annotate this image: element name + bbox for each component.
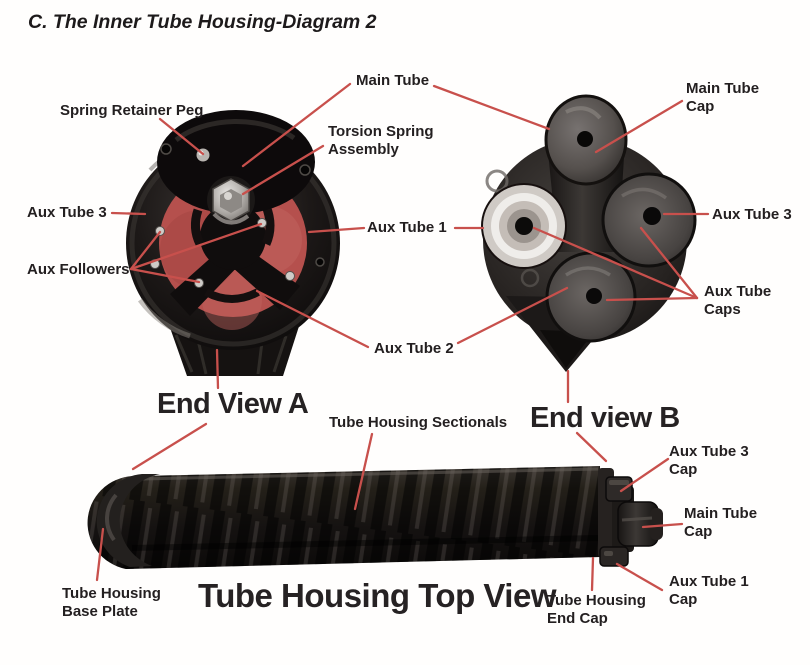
tube-housing-top-view-photo xyxy=(87,466,663,569)
leader-lines xyxy=(95,82,710,592)
label-aux-tube-1-cap: Aux Tube 1 Cap xyxy=(669,573,749,609)
leader-line xyxy=(95,527,105,582)
leader-line xyxy=(215,348,220,390)
label-aux-tube-1: Aux Tube 1 xyxy=(367,219,447,236)
leader-line xyxy=(241,82,352,168)
end-view-a-photo xyxy=(126,110,340,376)
label-aux-tube-3-b: Aux Tube 3 xyxy=(712,206,792,223)
leader-line xyxy=(639,226,699,300)
label-main-tube-cap-b: Main Tube Cap xyxy=(686,80,760,116)
label-main-tube-cap-top: Main Tube Cap xyxy=(684,505,758,541)
leader-line xyxy=(619,457,670,493)
label-tube-housing-end-cap: Tube Housing End Cap xyxy=(547,592,646,628)
leader-line xyxy=(241,144,325,196)
leader-line xyxy=(255,289,370,349)
leader-line xyxy=(432,84,551,131)
leader-line xyxy=(590,556,595,592)
label-tube-housing-sectionals: Tube Housing Sectionals xyxy=(329,414,508,431)
label-aux-tube-3-cap: Aux Tube 3 Cap xyxy=(669,443,749,479)
leader-line xyxy=(131,422,208,471)
leader-line xyxy=(605,296,699,302)
label-tube-housing-base-plate: Tube Housing Base Plate xyxy=(62,585,161,621)
label-aux-followers: Aux Followers xyxy=(27,261,130,278)
heading-end-view-b: End view B xyxy=(530,402,680,434)
heading-tube-housing-top-view: Tube Housing Top View xyxy=(198,577,557,614)
end-view-b-photo xyxy=(481,94,697,372)
label-spring-retainer-peg: Spring Retainer Peg xyxy=(60,102,204,119)
label-aux-tube-3-a: Aux Tube 3 xyxy=(27,204,107,221)
leader-line xyxy=(353,432,374,511)
leader-line xyxy=(129,222,263,271)
leader-line xyxy=(110,211,147,216)
leader-line xyxy=(615,562,664,592)
page-title: C. The Inner Tube Housing-Diagram 2 xyxy=(28,11,377,33)
label-torsion-spring-assembly: Torsion Spring Assembly xyxy=(328,123,434,159)
leader-line xyxy=(594,99,684,154)
leader-line xyxy=(641,522,684,529)
label-aux-tube-caps: Aux Tube Caps xyxy=(704,283,772,319)
leader-line xyxy=(129,230,162,271)
leader-line xyxy=(456,286,569,345)
leader-line xyxy=(158,117,205,156)
heading-end-view-a: End View A xyxy=(157,388,309,420)
leader-line xyxy=(575,431,608,463)
label-main-tube: Main Tube xyxy=(356,72,430,89)
leader-line xyxy=(307,226,366,234)
leader-line xyxy=(129,267,201,284)
label-aux-tube-2: Aux Tube 2 xyxy=(374,340,454,357)
leader-line xyxy=(532,226,699,300)
